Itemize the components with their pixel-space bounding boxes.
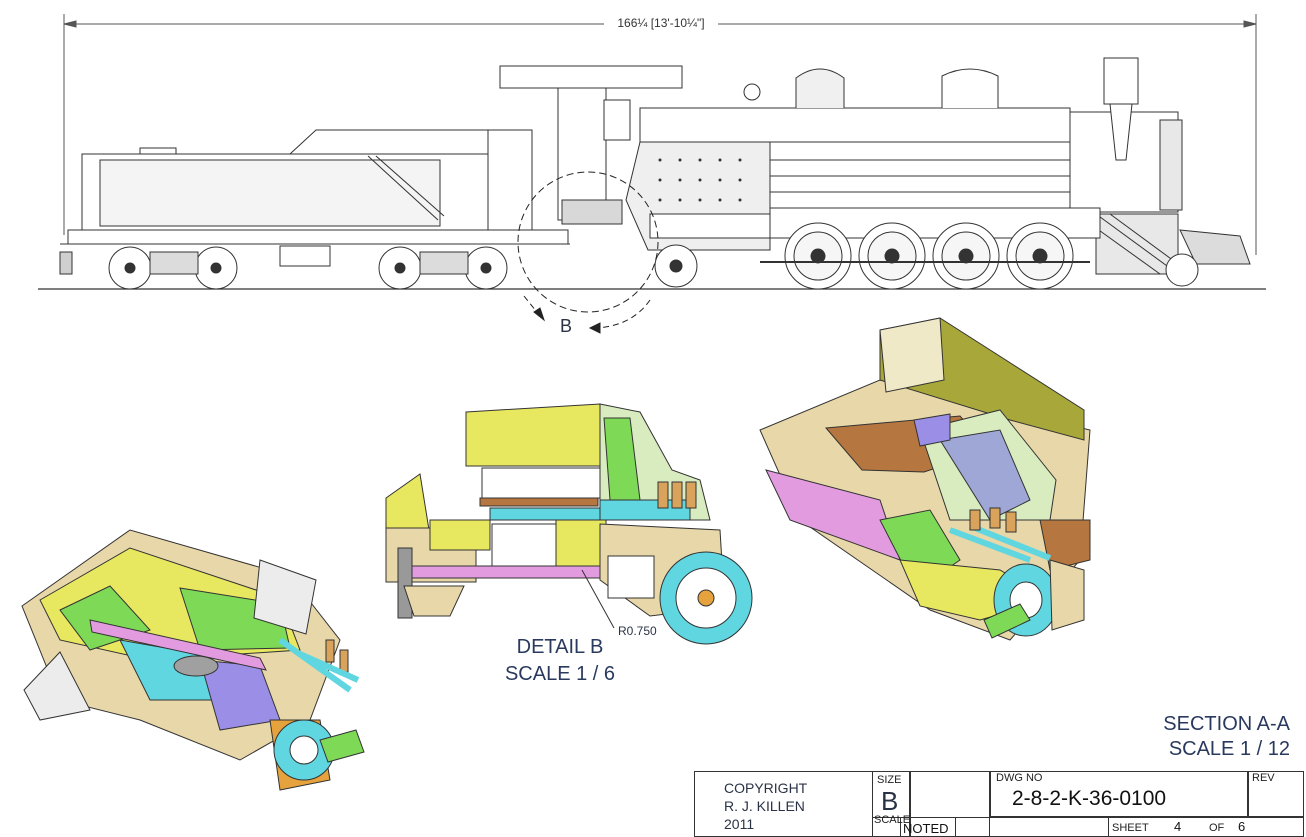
of-label: OF [1209,822,1225,834]
detail-b-title: DETAIL B [516,636,604,658]
detail-b-arrows [523,295,651,334]
section-aa-title: SECTION A-A [1163,713,1290,735]
detail-b-caption: DETAIL B SCALE 1 / 6 [470,634,650,688]
dwg-no-value: 2-8-2-K-36-0100 [1012,787,1167,810]
tender [59,129,570,290]
boiler [639,57,1251,287]
detail-b-circle [517,171,659,313]
sheet-number: 4 [1174,819,1182,834]
cab [499,65,683,225]
detail-b-drawing [385,403,753,645]
locomotive-side-elevation [59,57,1251,313]
radius-callout: R0.750 [618,624,657,638]
scale-value: NOTED [903,821,949,836]
sheet-label: SHEET [1112,822,1149,834]
dwg-no-cell [990,771,1248,817]
size-label: SIZE [877,774,902,786]
radius-leader [581,569,615,629]
detail-b-scale: SCALE 1 / 6 [504,663,616,685]
rev-cell [1248,771,1304,817]
copyright-line-3: 2011 [724,816,755,832]
driving-wheels [654,222,1090,290]
overall-dimension-text: 166¼ [13'-10¼"] [606,16,716,30]
rev-label: REV [1252,772,1275,784]
left-isometric-view [21,529,365,791]
section-aa-caption: SECTION A-A SCALE 1 / 12 [1100,712,1290,762]
sheet-total: 6 [1238,819,1246,834]
view-label-b: B [560,316,573,336]
copyright-line-2: R. J. KILLEN [724,798,805,814]
copyright-line-1: COPYRIGHT [724,780,808,796]
size-value: B [881,786,899,816]
section-aa-scale: SCALE 1 / 12 [1168,738,1290,760]
overall-dimension-line [63,14,1257,255]
copyright-block: COPYRIGHT R. J. KILLEN 2011 [724,779,807,833]
firebox [625,83,771,251]
section-aa-isometric-view [759,317,1091,641]
scale-label: SCALE [874,814,911,826]
dwg-no-label: DWG NO [996,772,1043,784]
